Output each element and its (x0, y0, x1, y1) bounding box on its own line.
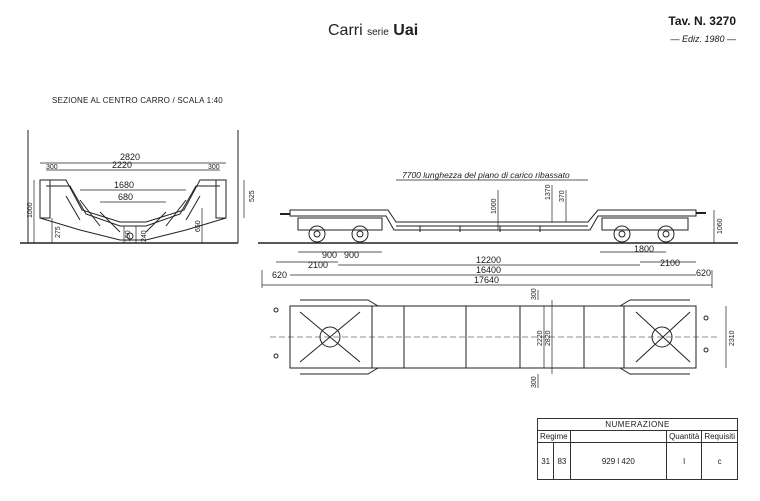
dim-370: 370 (559, 190, 566, 202)
dim-300-right: 300 (208, 164, 220, 171)
dim-2820-plan: 2820 (545, 330, 552, 346)
wagon-number: 929 l 420 (569, 442, 668, 480)
dim-1370: 1370 (545, 184, 552, 200)
dim-1000-section: 1000 (27, 202, 34, 218)
deck-length-label: 7700 lunghezza del piano di carico ribas… (402, 170, 570, 180)
dim-680: 680 (118, 192, 133, 202)
regime-a: 31 (536, 442, 555, 480)
edition-label: — Ediz. 1980 — (670, 34, 736, 44)
dim-2100-a: 2100 (308, 260, 328, 270)
dim-150: 150 (125, 230, 132, 242)
dim-2820-section: 2820 (120, 152, 140, 162)
dim-1060: 1060 (717, 218, 724, 234)
title-mid: serie (367, 27, 389, 38)
dim-300-left: 300 (46, 164, 58, 171)
dim-240: 240 (141, 230, 148, 242)
dim-1000-side: 1000 (491, 198, 498, 214)
col-number (569, 430, 668, 443)
dim-650: 650 (195, 220, 202, 232)
dim-12200: 12200 (476, 255, 501, 265)
dim-300-plan-top: 300 (531, 288, 538, 300)
quantita-value: l (666, 442, 703, 480)
dim-2220-section: 2220 (112, 160, 132, 170)
title-prefix: Carri (328, 22, 363, 39)
dim-300-plan-bottom: 300 (531, 376, 538, 388)
dim-900-a: 900 (322, 250, 337, 260)
numerazione-table: NUMERAZIONE Regime Quantità Requisiti 31… (536, 418, 738, 480)
requisiti-value: c (701, 442, 738, 480)
dim-17640: 17640 (474, 275, 499, 285)
dim-275: 275 (55, 226, 62, 238)
plan-view (270, 290, 727, 388)
drawing-title: Carri serie Uai (328, 22, 418, 40)
title-code: Uai (393, 22, 419, 39)
side-elevation-view (258, 179, 738, 288)
dim-16400: 16400 (476, 265, 501, 275)
dim-620-a: 620 (272, 270, 287, 280)
dim-2310: 2310 (729, 330, 736, 346)
section-caption: SEZIONE AL CENTRO CARRO / SCALA 1:40 (52, 96, 223, 105)
dim-620-b: 620 (696, 268, 711, 278)
regime-b: 83 (553, 442, 571, 480)
dim-2220-plan: 2220 (537, 330, 544, 346)
col-requisiti: Requisiti (701, 430, 738, 443)
table-number: Tav. N. 3270 (668, 14, 736, 28)
dim-1680: 1680 (114, 180, 134, 190)
col-regime: Regime (537, 430, 571, 443)
numerazione-title: NUMERAZIONE (537, 418, 738, 431)
dim-525: 525 (249, 190, 256, 202)
dim-1800: 1800 (634, 244, 654, 254)
dim-900-b: 900 (344, 250, 359, 260)
cross-section-view (20, 130, 245, 244)
dim-2100-b: 2100 (660, 258, 680, 268)
col-quantita: Quantità (666, 430, 703, 443)
